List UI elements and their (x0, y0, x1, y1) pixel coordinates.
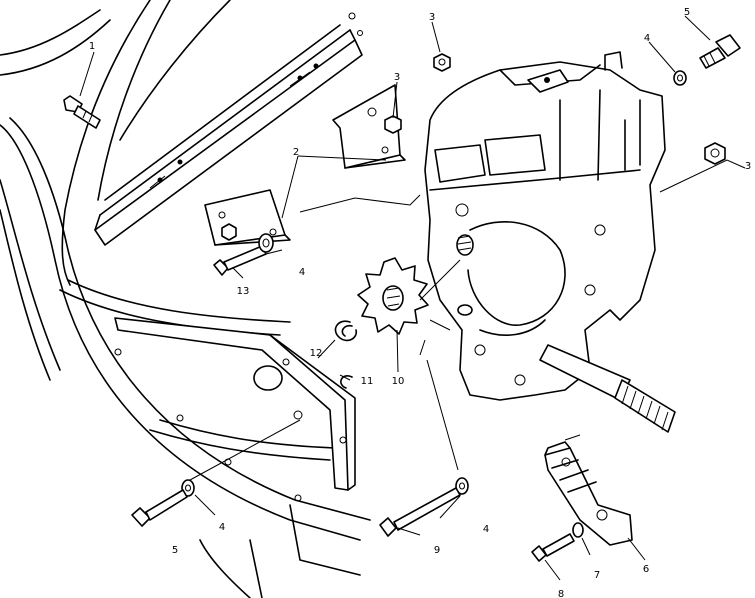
drive-sprocket (357, 257, 429, 335)
input-stub (456, 234, 474, 256)
upper-bracket (332, 84, 406, 169)
callout-8: 8 (558, 589, 564, 598)
callout-4-top-right: 4 (644, 33, 650, 44)
nut-3-top (433, 53, 451, 72)
transmission-housing (424, 51, 666, 401)
lower-plate-bracket (114, 317, 356, 491)
callout-3-top: 3 (429, 12, 435, 23)
callout-7: 7 (594, 570, 600, 581)
c-clip (340, 375, 353, 389)
callout-4-left: 4 (219, 522, 225, 533)
bolt-1 (63, 95, 101, 129)
callout-2: 2 (293, 147, 299, 158)
housing-fitting (457, 304, 473, 316)
bolt-13 (213, 245, 267, 276)
washer-13 (258, 233, 274, 253)
callout-4-bottom: 4 (483, 524, 489, 535)
nut-3-right (704, 142, 726, 165)
callout-5-bottom: 5 (172, 545, 178, 556)
washer-4-bottom (455, 477, 469, 495)
snap-ring (334, 320, 358, 342)
bolt-8 (531, 533, 575, 562)
shift-bracket-assembly (544, 441, 633, 546)
callout-11: 11 (361, 376, 374, 387)
frame-rail (94, 24, 363, 246)
callout-9: 9 (434, 545, 440, 556)
callout-6: 6 (643, 564, 649, 575)
lower-bracket (204, 189, 291, 246)
bracket-nut (221, 115, 402, 241)
callout-10: 10 (392, 376, 405, 387)
callout-labels: 1 2 3 3 3 4 4 4 4 5 5 6 7 8 9 10 11 12 1… (89, 7, 751, 598)
callout-3-right: 3 (745, 161, 751, 172)
leader-lines (79, 15, 746, 581)
callout-5-top: 5 (684, 7, 690, 18)
vehicle-frame (0, 0, 371, 598)
bolt-9 (379, 487, 461, 537)
callout-1: 1 (89, 41, 95, 52)
bolt-5-bottom (131, 489, 188, 527)
callout-13: 13 (237, 286, 250, 297)
washer-4-top (673, 70, 687, 86)
bolt-5-top (699, 34, 741, 69)
callout-3-mid: 3 (394, 72, 400, 83)
callout-12: 12 (310, 348, 323, 359)
output-shaft (539, 344, 676, 433)
callout-4-mid: 4 (299, 267, 305, 278)
washer-7 (572, 522, 584, 538)
